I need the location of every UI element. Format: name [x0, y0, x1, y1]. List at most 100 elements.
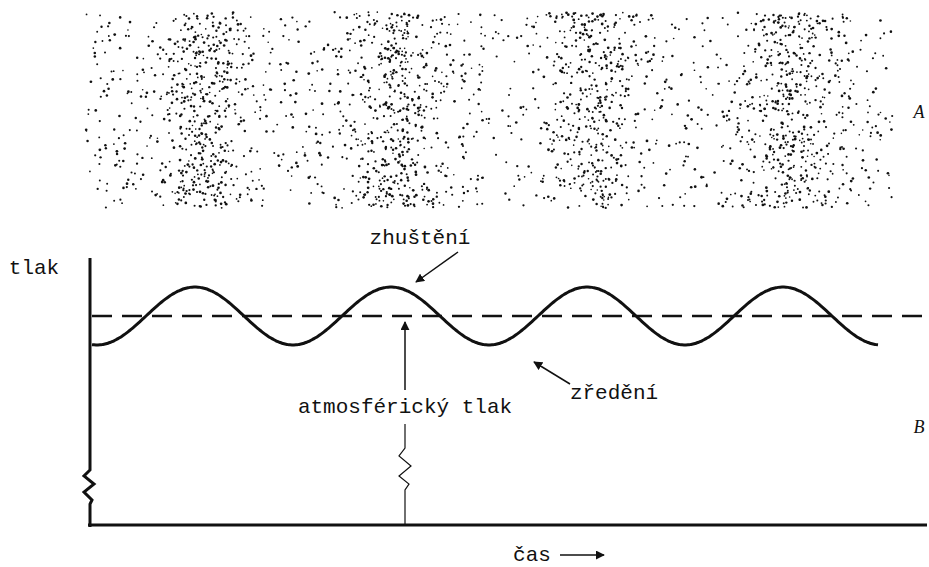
particle-dot	[421, 24, 423, 26]
particle-dot	[223, 78, 225, 80]
particle-dot	[784, 195, 786, 197]
particle-dot	[199, 143, 201, 145]
particle-dot	[118, 160, 120, 162]
particle-dot	[651, 69, 653, 71]
particle-dot	[685, 155, 687, 157]
particle-dot	[420, 126, 423, 129]
particle-dot	[136, 80, 138, 82]
particle-dot	[580, 14, 583, 17]
particle-dot	[263, 188, 265, 190]
particle-dot	[764, 49, 766, 51]
particle-dot	[248, 35, 250, 37]
particle-dot	[467, 190, 469, 192]
particle-dot	[806, 174, 808, 176]
particle-dot	[646, 205, 648, 207]
particle-dot	[104, 144, 107, 147]
particle-dot	[432, 198, 435, 201]
particle-dot	[382, 158, 384, 160]
particle-dot	[543, 197, 545, 199]
particle-dot	[526, 109, 528, 111]
particle-dot	[763, 169, 765, 171]
particle-dot	[173, 20, 175, 22]
particle-dot	[785, 143, 787, 145]
particle-dot	[593, 120, 595, 122]
particle-dot	[569, 93, 571, 95]
particle-dot	[625, 141, 627, 143]
particle-dot	[405, 68, 407, 70]
particle-dot	[580, 66, 582, 68]
particle-dot	[159, 196, 161, 198]
particle-dot	[118, 137, 120, 139]
particle-dot	[832, 18, 834, 20]
particle-dot	[417, 76, 419, 78]
particle-dot	[668, 144, 671, 147]
particle-dot	[402, 37, 404, 39]
particle-dot	[390, 201, 392, 203]
particle-dot	[116, 153, 118, 155]
particle-dot	[391, 195, 394, 198]
particle-dot	[745, 28, 747, 30]
particle-dot	[366, 21, 368, 23]
particle-dot	[202, 149, 205, 152]
particle-dot	[254, 111, 256, 113]
particle-dot	[360, 177, 362, 179]
particle-dot	[392, 72, 394, 74]
particle-dot	[891, 115, 893, 117]
particle-dot	[584, 23, 586, 25]
particle-dot	[245, 173, 247, 175]
particle-dot	[309, 176, 311, 178]
particle-dot	[349, 72, 351, 74]
particle-dot	[253, 94, 255, 96]
particle-dot	[813, 201, 815, 203]
particle-dot	[775, 100, 777, 102]
particle-dot	[405, 200, 408, 203]
particle-dot	[764, 14, 766, 16]
particle-dot	[403, 93, 405, 95]
particle-dot	[671, 113, 673, 115]
particle-dot	[448, 24, 450, 26]
particle-dot	[189, 40, 191, 42]
particle-dot	[151, 67, 153, 69]
particle-dot	[865, 200, 867, 202]
particle-dot	[367, 137, 369, 139]
particle-dot	[599, 32, 601, 34]
particle-dot	[510, 132, 512, 134]
particle-dot	[749, 192, 752, 195]
particle-dot	[363, 194, 365, 196]
particle-dot	[841, 133, 843, 135]
particle-dot	[473, 94, 475, 96]
particle-dot	[272, 130, 274, 132]
particle-dot	[279, 63, 281, 65]
particle-dot	[378, 171, 380, 173]
particle-dot	[321, 191, 323, 193]
particle-dot	[425, 64, 428, 67]
particle-dot	[200, 132, 202, 134]
particle-dot	[590, 154, 592, 156]
particle-dot	[129, 129, 131, 131]
particle-dot	[220, 203, 223, 206]
particle-dot	[214, 155, 216, 157]
particle-dot	[393, 198, 395, 200]
particle-dot	[295, 71, 298, 74]
particle-dot	[770, 49, 772, 51]
particle-dot	[237, 200, 239, 202]
particle-dot	[810, 28, 812, 30]
particle-dot	[200, 92, 202, 94]
particle-dot	[186, 78, 188, 80]
particle-dot	[737, 11, 739, 13]
particle-dot	[792, 139, 794, 141]
particle-dot	[222, 146, 224, 148]
particle-dot	[543, 175, 545, 177]
particle-dot	[199, 191, 202, 194]
particle-dot	[763, 95, 765, 97]
particle-dot	[193, 166, 196, 169]
particle-dot	[799, 83, 802, 86]
particle-dot	[492, 137, 495, 140]
particle-dot	[553, 149, 555, 151]
particle-dot	[132, 183, 134, 185]
particle-dot	[597, 105, 599, 107]
particle-dot	[572, 25, 575, 28]
particle-dot	[376, 20, 378, 22]
particle-dot	[572, 125, 574, 127]
particle-dot	[580, 53, 582, 55]
